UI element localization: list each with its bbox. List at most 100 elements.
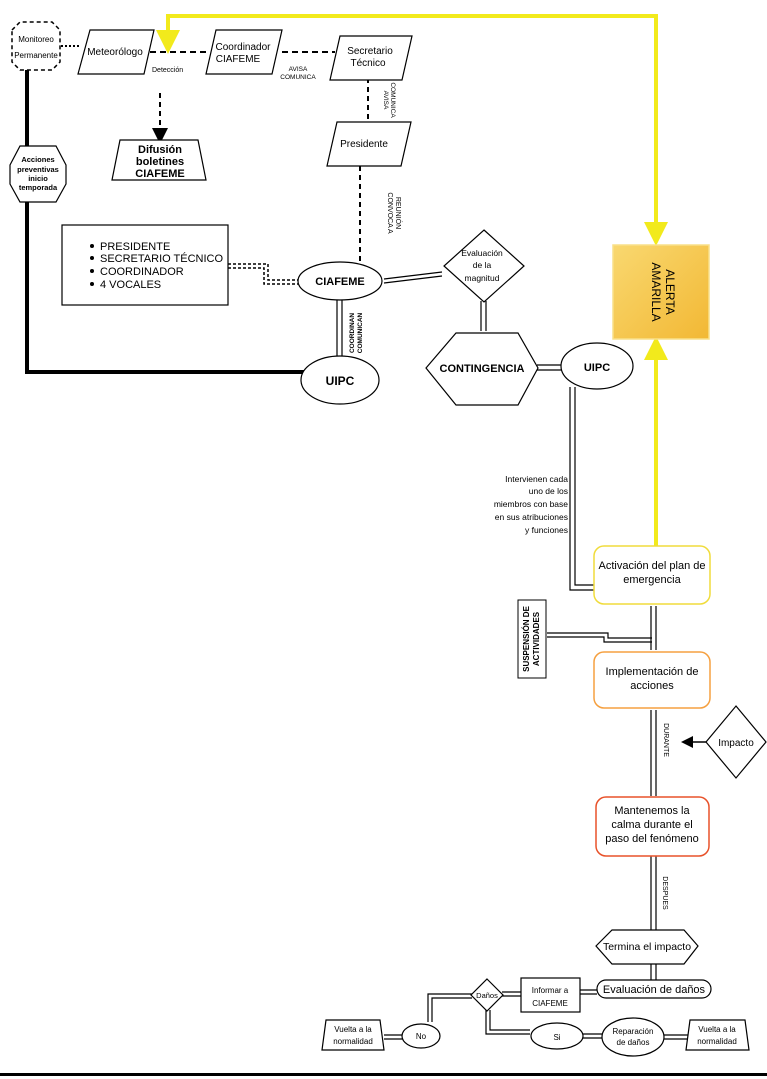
svg-text:de daños: de daños [617, 1038, 650, 1047]
reparacion-node: Reparación de daños [601, 1017, 665, 1057]
mantenemos-to-termina-line [650, 856, 657, 930]
svg-text:Activación del plan de: Activación del plan de [598, 560, 705, 572]
svg-text:de la: de la [473, 260, 492, 270]
avisa-comunica-v-label: AVISA COMUNICA [382, 82, 396, 118]
svg-text:CONVOCA A: CONVOCA A [386, 192, 393, 234]
uipc-left-node: UIPC [300, 355, 380, 405]
svg-text:4 VOCALES: 4 VOCALES [100, 279, 161, 291]
svg-text:No: No [416, 1032, 427, 1041]
informar-to-danos-line [502, 991, 521, 997]
svg-text:Vuelta a la: Vuelta a la [698, 1025, 736, 1034]
svg-text:Implementación de: Implementación de [606, 666, 699, 678]
contingencia-to-uipc-line [537, 364, 562, 371]
svg-text:calma durante el: calma durante el [611, 819, 692, 831]
svg-text:UIPC: UIPC [326, 374, 355, 388]
implementacion-node: Implementación de acciones [593, 651, 711, 709]
svg-text:y funciones: y funciones [525, 525, 568, 535]
svg-text:Presidente: Presidente [340, 139, 388, 150]
vuelta-right-node: Vuelta a la normalidad [685, 1019, 750, 1051]
si-node: Si [530, 1022, 584, 1050]
mantenemos-node: Mantenemos la calma durante el paso del … [595, 796, 710, 857]
informar-node: Informar a CIAFEME [520, 977, 581, 1013]
bottom-rule [0, 1073, 767, 1076]
difusion-node: Difusión boletines CIAFEME [111, 139, 207, 181]
presidente-node: Presidente [326, 121, 412, 167]
svg-text:Monitoreo: Monitoreo [18, 35, 54, 44]
svg-text:COMUNICA: COMUNICA [389, 82, 396, 118]
svg-text:AVISA: AVISA [382, 91, 389, 110]
ciafeme-node: CIAFEME [297, 261, 383, 301]
ciafeme-to-evaluacion-line [383, 271, 443, 284]
convoca-label: CONVOCA A REUNIÓN [386, 192, 403, 234]
uipc-to-activacion-line [569, 387, 596, 591]
coordinan-label: COORDINAN COMUNICAN [349, 312, 364, 353]
evaluacion-magnitud-node: Evaluación de la magnitud [443, 229, 525, 303]
members-list-box: PRESIDENTE SECRETARIO TÉCNICO COORDINADO… [61, 224, 229, 306]
svg-text:Evaluación de daños: Evaluación de daños [603, 984, 706, 996]
svg-text:Secretario: Secretario [347, 46, 393, 57]
svg-text:CIAFEME: CIAFEME [532, 999, 568, 1008]
svg-text:DESPUES: DESPUES [661, 876, 668, 910]
svg-text:CIAFEME: CIAFEME [315, 276, 365, 288]
svg-text:REUNIÓN: REUNIÓN [394, 197, 403, 229]
svg-text:ACTIVIDADES: ACTIVIDADES [532, 611, 541, 666]
svg-text:COMUNICAN: COMUNICAN [357, 312, 364, 353]
svg-text:emergencia: emergencia [623, 574, 681, 586]
svg-text:CIAFEME: CIAFEME [216, 54, 261, 65]
svg-text:Reparación: Reparación [613, 1027, 654, 1036]
members-to-ciafeme-line [228, 263, 300, 285]
svg-text:preventivas: preventivas [17, 165, 59, 174]
svg-text:Permanente: Permanente [14, 51, 58, 60]
svg-text:boletines: boletines [136, 156, 184, 168]
despues-label: DESPUES [661, 876, 668, 910]
alerta-amarilla-box: ALERTA AMARILLA [612, 244, 710, 340]
svg-text:Impacto: Impacto [718, 738, 754, 749]
monitoreo-node: Monitoreo Permanente [11, 21, 61, 71]
coordinador-node: Coordinador CIAFEME [205, 29, 283, 75]
svg-text:ALERTA: ALERTA [663, 269, 677, 315]
svg-text:DURANTE: DURANTE [662, 723, 669, 757]
no-node: No [401, 1023, 441, 1049]
durante-label: DURANTE [662, 723, 669, 757]
svg-text:inicio: inicio [28, 174, 48, 183]
svg-text:AMARILLA: AMARILLA [649, 262, 663, 321]
termina-to-evaluacion-line [650, 964, 657, 980]
termina-node: Termina el impacto [595, 929, 699, 965]
activacion-to-implementacion-line [650, 606, 657, 650]
deteccion-label: Detección [152, 67, 183, 74]
acciones-preventivas-node: Acciones preventivas inicio temporada [9, 145, 67, 203]
danos-to-si-line [485, 1010, 530, 1035]
svg-text:Coordinador: Coordinador [215, 42, 271, 53]
secretario-node: Secretario Técnico [329, 35, 413, 81]
svg-text:SECRETARIO TÉCNICO: SECRETARIO TÉCNICO [100, 252, 223, 265]
svg-text:PRESIDENTE: PRESIDENTE [100, 241, 170, 253]
evaluacion-to-contingencia-line [480, 301, 487, 331]
activacion-node: Activación del plan de emergencia [593, 545, 711, 605]
intervienen-text: Intervienen cada uno de los miembros con… [494, 474, 568, 535]
reparacion-to-vuelta-line [664, 1034, 688, 1040]
svg-text:COORDINADOR: COORDINADOR [100, 266, 184, 278]
svg-text:UIPC: UIPC [584, 362, 610, 374]
svg-text:Daños: Daños [476, 991, 498, 1000]
svg-text:Si: Si [553, 1033, 560, 1042]
svg-text:Intervienen cada: Intervienen cada [505, 474, 568, 484]
danos-to-no-line [427, 993, 472, 1022]
vuelta-left-node: Vuelta a la normalidad [321, 1019, 385, 1051]
svg-text:CONTINGENCIA: CONTINGENCIA [440, 363, 525, 375]
svg-text:Informar a: Informar a [532, 986, 569, 995]
suspension-line [547, 632, 652, 643]
svg-text:Vuelta a la: Vuelta a la [334, 1025, 372, 1034]
svg-text:Meteorólogo: Meteorólogo [87, 47, 143, 58]
svg-text:normalidad: normalidad [697, 1037, 737, 1046]
svg-text:CIAFEME: CIAFEME [135, 168, 185, 180]
evaluacion-to-informar-line [580, 989, 597, 995]
svg-text:Mantenemos la: Mantenemos la [614, 805, 690, 817]
implementacion-to-mantenemos-line [650, 710, 657, 796]
svg-text:Difusión: Difusión [138, 144, 182, 156]
contingencia-node: CONTINGENCIA [425, 332, 539, 406]
svg-text:temporada: temporada [19, 183, 58, 192]
svg-text:miembros con base: miembros con base [494, 499, 568, 509]
svg-text:en sus atribuciones: en sus atribuciones [495, 512, 568, 522]
svg-text:paso del fenómeno: paso del fenómeno [605, 833, 699, 845]
